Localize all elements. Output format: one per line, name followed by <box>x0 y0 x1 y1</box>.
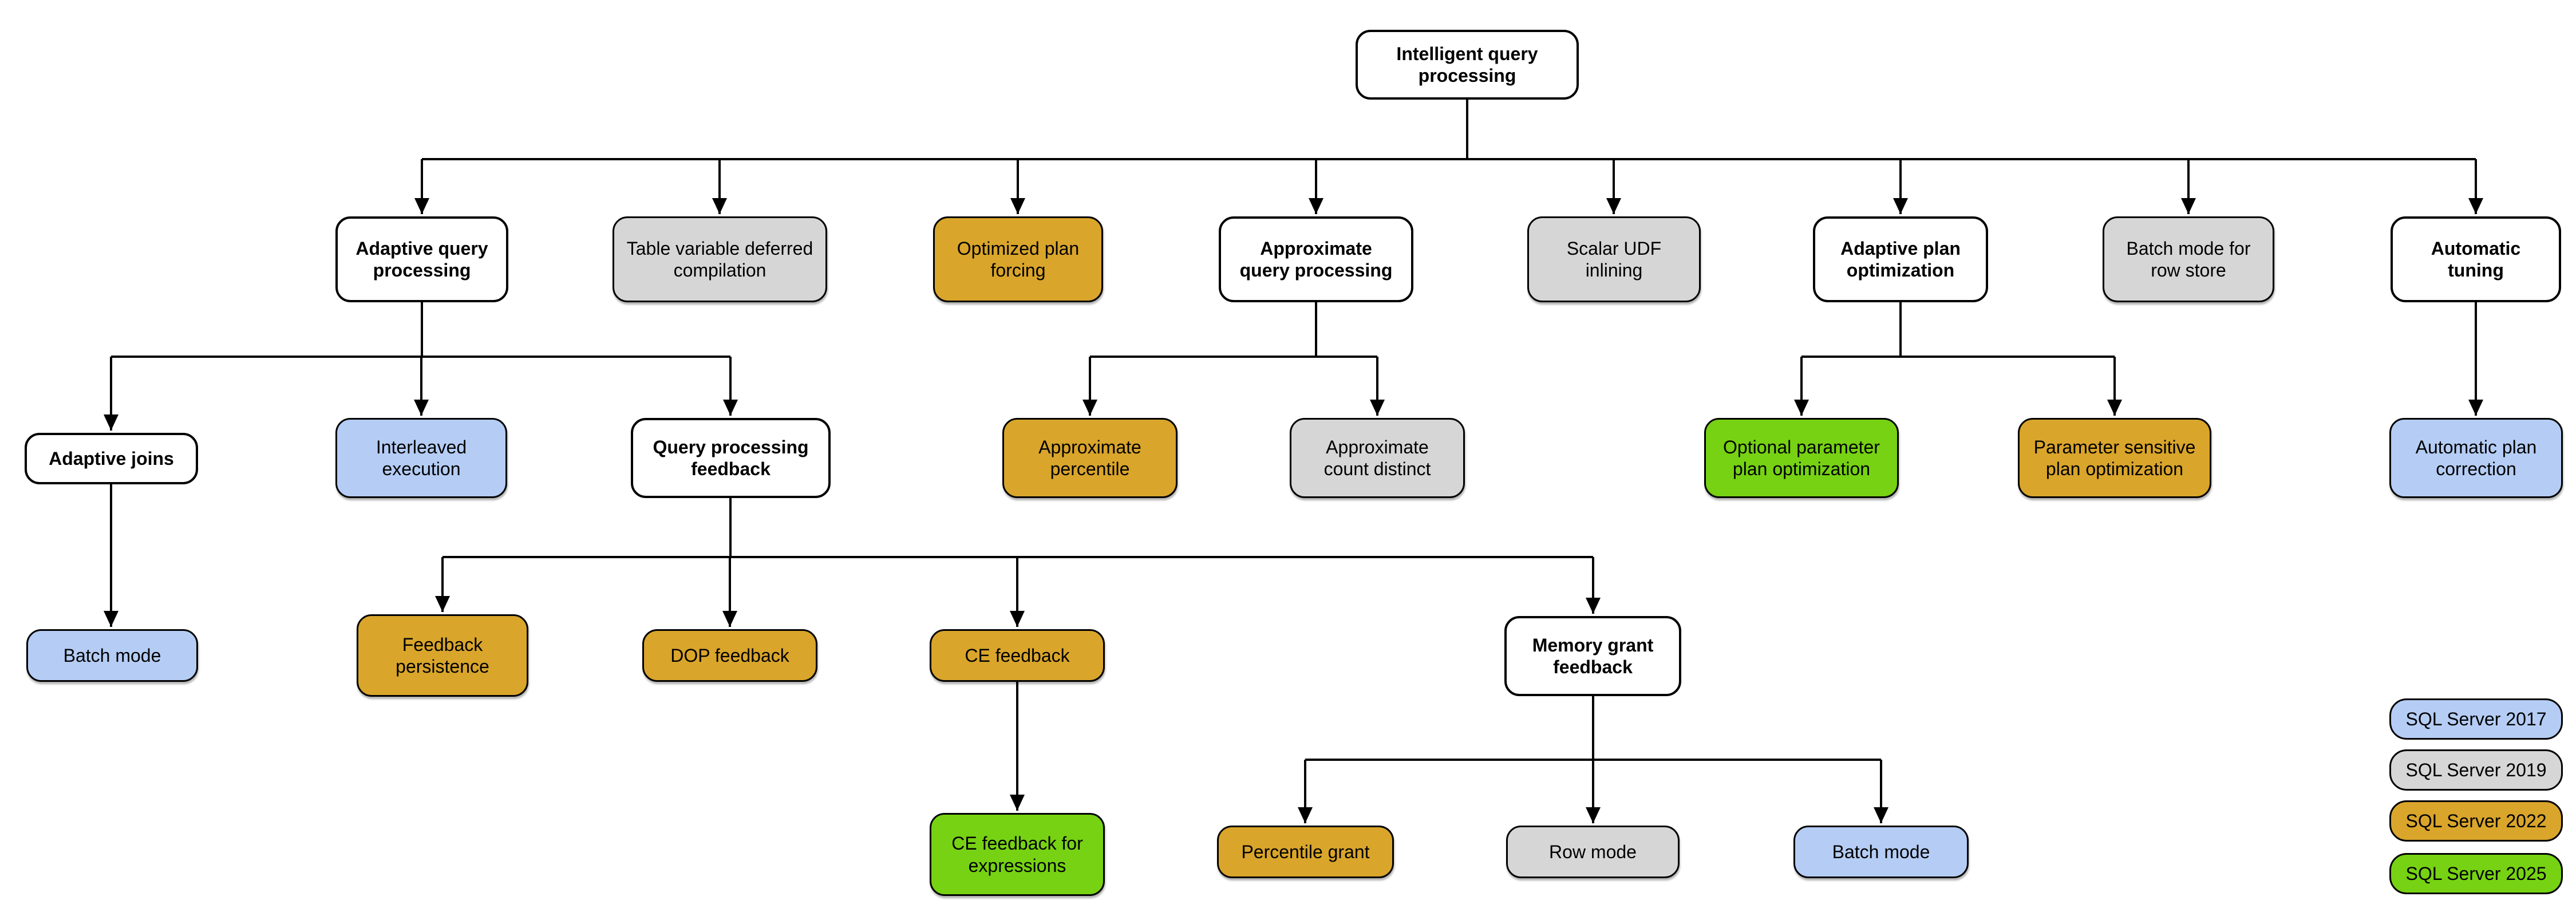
node-label: Table variable deferred compilation <box>626 238 813 281</box>
node-optimized-plan-forcing: Optimized plan forcing <box>933 216 1103 302</box>
node-approximate-query-processing: Approximate query processing <box>1219 216 1413 302</box>
node-label: Approximate percentile <box>1038 436 1141 479</box>
node-adaptive-joins: Adaptive joins <box>25 433 198 484</box>
node-label: Row mode <box>1549 841 1637 862</box>
node-interleaved-execution: Interleaved execution <box>335 418 507 498</box>
node-label: Approximate count distinct <box>1323 436 1431 479</box>
node-percentile-grant: Percentile grant <box>1217 826 1394 878</box>
legend-item-sql-server-2017: SQL Server 2017 <box>2389 698 2563 740</box>
node-label: Automatic tuning <box>2431 238 2521 281</box>
node-label: Batch mode for row store <box>2126 238 2251 281</box>
node-label: Adaptive plan optimization <box>1840 238 1961 281</box>
node-label: Adaptive query processing <box>355 238 488 281</box>
legend-label: SQL Server 2025 <box>2405 863 2547 884</box>
legend-item-sql-server-2019: SQL Server 2019 <box>2389 749 2563 791</box>
node-adaptive-plan-optimization: Adaptive plan optimization <box>1813 216 1988 302</box>
node-feedback-persistence: Feedback persistence <box>357 614 528 697</box>
node-ce-feedback-for-expressions: CE feedback for expressions <box>930 813 1105 896</box>
node-dop-feedback: DOP feedback <box>642 629 817 682</box>
node-label: Interleaved execution <box>376 436 467 479</box>
node-label: Intelligent query processing <box>1396 43 1538 86</box>
legend-label: SQL Server 2017 <box>2405 708 2547 729</box>
node-label: Parameter sensitive plan optimization <box>2033 436 2196 479</box>
node-automatic-plan-correction: Automatic plan correction <box>2389 418 2563 498</box>
node-label: Query processing feedback <box>653 436 809 479</box>
node-label: Adaptive joins <box>49 448 174 469</box>
legend-label: SQL Server 2019 <box>2405 759 2547 780</box>
node-label: Memory grant feedback <box>1532 634 1654 677</box>
node-optional-parameter-plan-optimization: Optional parameter plan optimization <box>1704 418 1899 498</box>
node-scalar-udf-inlining: Scalar UDF inlining <box>1527 216 1701 302</box>
node-query-processing-feedback: Query processing feedback <box>631 418 831 498</box>
node-label: Optional parameter plan optimization <box>1723 436 1880 479</box>
node-memory-grant-feedback: Memory grant feedback <box>1504 616 1681 696</box>
node-batch-mode-for-row-store: Batch mode for row store <box>2103 216 2274 302</box>
legend-item-sql-server-2025: SQL Server 2025 <box>2389 853 2563 894</box>
node-label: Scalar UDF inlining <box>1566 238 1662 281</box>
node-label: Optimized plan forcing <box>957 238 1080 281</box>
node-ce-feedback: CE feedback <box>930 629 1105 682</box>
legend-label: SQL Server 2022 <box>2405 810 2547 831</box>
node-approximate-percentile: Approximate percentile <box>1002 418 1178 498</box>
node-label: Batch mode <box>63 645 161 666</box>
node-label: CE feedback for expressions <box>951 833 1083 876</box>
node-row-mode: Row mode <box>1506 826 1680 878</box>
node-batch-mode-memory-grant: Batch mode <box>1793 826 1969 878</box>
node-adaptive-query-processing: Adaptive query processing <box>335 216 508 302</box>
node-approximate-count-distinct: Approximate count distinct <box>1290 418 1465 498</box>
node-automatic-tuning: Automatic tuning <box>2391 216 2561 302</box>
node-label: CE feedback <box>965 645 1070 666</box>
legend-item-sql-server-2022: SQL Server 2022 <box>2389 800 2563 842</box>
node-table-variable-deferred-compilation: Table variable deferred compilation <box>613 216 827 302</box>
node-label: Batch mode <box>1832 841 1930 862</box>
node-label: Approximate query processing <box>1239 238 1393 281</box>
node-intelligent-query-processing: Intelligent query processing <box>1356 30 1579 100</box>
node-label: Percentile grant <box>1241 841 1370 862</box>
node-parameter-sensitive-plan-optimization: Parameter sensitive plan optimization <box>2018 418 2211 498</box>
node-label: Feedback persistence <box>396 634 489 677</box>
node-label: Automatic plan correction <box>2415 436 2537 479</box>
node-label: DOP feedback <box>670 645 789 666</box>
node-batch-mode-adaptive-joins: Batch mode <box>26 629 198 682</box>
